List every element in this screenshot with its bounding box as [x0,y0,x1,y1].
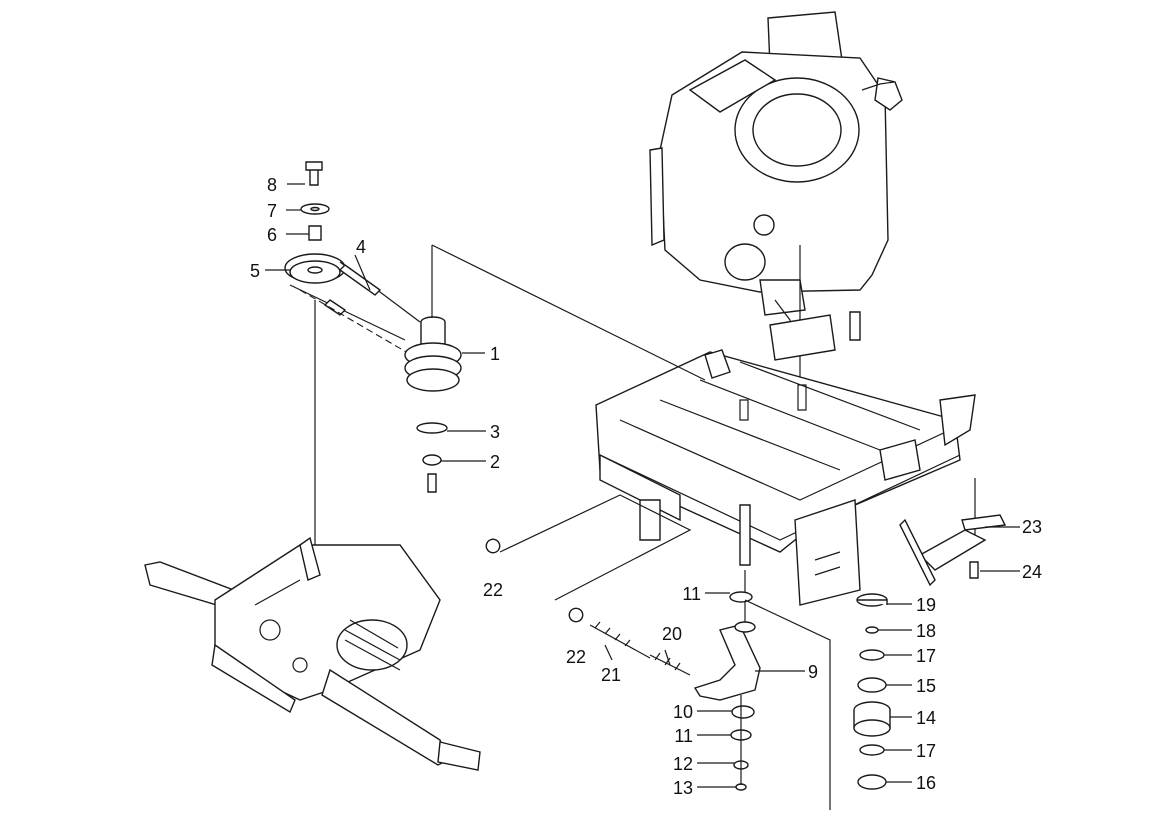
pulley-group-drawing [284,161,706,545]
callout-22-lower: 22 [566,647,586,667]
callout-17-lower: 17 [916,741,936,761]
callout-8: 8 [267,175,277,195]
callout-22-upper: 22 [483,580,503,600]
callout-20: 20 [662,624,682,644]
callout-12: 12 [673,754,693,774]
callout-7: 7 [267,201,277,221]
callout-23: 23 [1022,517,1042,537]
transaxle-drawing [144,536,481,771]
callout-10: 10 [673,702,693,722]
callout-16: 16 [916,773,936,793]
callout-15: 15 [916,676,936,696]
callout-17-upper: 17 [916,646,936,666]
callout-1: 1 [490,344,500,364]
callout-14: 14 [916,708,936,728]
callout-19: 19 [916,595,936,615]
callout-4: 4 [356,237,366,257]
callout-24: 24 [1022,562,1042,582]
callout-5: 5 [250,261,260,281]
callout-11-upper: 11 [682,584,701,604]
callout-2: 2 [490,452,500,472]
callout-labels: 8 7 6 4 5 1 3 2 22 11 22 21 20 9 10 11 1… [250,175,1042,798]
callout-9: 9 [808,662,818,682]
callout-21: 21 [601,665,621,685]
callout-11-lower: 11 [674,726,693,746]
frame-drawing [595,314,976,606]
callout-6: 6 [267,225,277,245]
linkage-drawing [485,494,831,810]
bushing-stack-drawing [853,478,1007,790]
callout-13: 13 [673,778,693,798]
callout-3: 3 [490,422,500,442]
engine-drawing [649,11,903,470]
callout-18: 18 [916,621,936,641]
leader-lines [265,183,1020,788]
